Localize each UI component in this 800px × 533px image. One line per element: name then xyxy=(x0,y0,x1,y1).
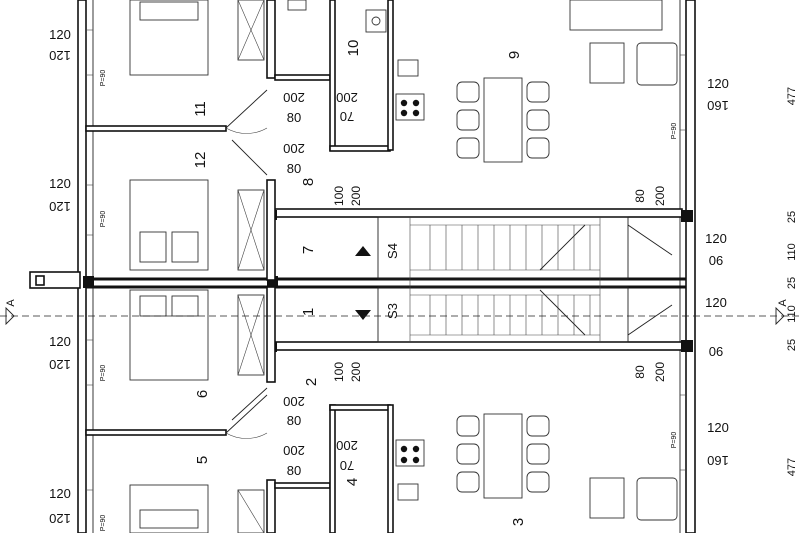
dim-mid-u1: 200 xyxy=(283,90,305,105)
room-label-8: 8 xyxy=(300,178,317,186)
room-label-6: 6 xyxy=(194,390,211,398)
dim-mid-u8: 200 xyxy=(349,186,363,206)
dim-right-b2: 90 xyxy=(709,253,723,268)
dim-right-d2: 160 xyxy=(707,453,729,468)
dim-right-b1: 120 xyxy=(705,231,727,246)
central-corridor xyxy=(83,208,693,352)
beds xyxy=(129,0,209,533)
dim-right-e1: 80 xyxy=(633,189,647,203)
stair-label-s3: S3 xyxy=(385,303,400,319)
dim-left-d2: 120 xyxy=(49,511,71,526)
dim-right-c1: 120 xyxy=(705,295,727,310)
dim-mid-u6: 70 xyxy=(340,109,354,124)
dim-right-f1: 80 xyxy=(633,365,647,379)
dim-mid-u4: 80 xyxy=(287,161,301,176)
dim-mid-l4: 80 xyxy=(287,413,301,428)
dim-mid-l5: 200 xyxy=(283,443,305,458)
dim-mid-l3: 200 xyxy=(283,394,305,409)
dim-right-a1: 120 xyxy=(707,76,729,91)
room-label-9: 9 xyxy=(506,51,523,59)
dim-left-c2: 120 xyxy=(49,357,71,372)
dim-left-c1: 120 xyxy=(49,334,71,349)
dim-right-f2: 200 xyxy=(653,362,667,382)
dim-right-d1: 120 xyxy=(707,420,729,435)
service-rooms xyxy=(274,0,425,533)
stair-steps xyxy=(429,225,591,335)
dim-edge-c: 110 xyxy=(786,243,798,261)
dim-left-a1: 120 xyxy=(49,27,71,42)
section-label-left: A xyxy=(5,299,17,307)
room-labels: 1 2 3 4 5 6 7 8 9 10 11 12 S4 S3 A A xyxy=(5,40,789,527)
dim-right-a2: 160 xyxy=(707,98,729,113)
room-label-11: 11 xyxy=(192,101,209,117)
dim-mid-l8: 70 xyxy=(340,458,354,473)
outer-walls xyxy=(29,0,696,533)
room-label-10: 10 xyxy=(345,40,362,57)
room-label-4: 4 xyxy=(344,478,361,486)
dim-left-p2: P=90 xyxy=(100,211,107,228)
dim-mid-l7: 200 xyxy=(336,438,358,453)
dim-left-p1: P=90 xyxy=(100,70,107,87)
dim-edge-e: 110 xyxy=(786,305,798,323)
dim-left-p3: P=90 xyxy=(100,365,107,382)
dim-mid-u3: 200 xyxy=(283,141,305,156)
dim-edge-b: 25 xyxy=(786,211,798,223)
room-label-1: 1 xyxy=(300,308,317,316)
dim-right-p2: P=90 xyxy=(671,432,678,449)
dim-mid-l2: 200 xyxy=(349,362,363,382)
dim-left-b1: 120 xyxy=(49,176,71,191)
dim-edge-d: 25 xyxy=(786,277,798,289)
stair-down-arrow-icon xyxy=(355,310,371,320)
dim-edge-a: 477 xyxy=(786,87,798,105)
section-marker-right-icon xyxy=(775,306,785,326)
dim-mid-l6: 80 xyxy=(287,463,301,478)
middle-dimensions: 200 80 200 80 200 70 100 200 100 200 200… xyxy=(283,90,363,478)
dim-mid-l1: 100 xyxy=(332,362,346,382)
section-label-right: A xyxy=(777,299,789,307)
section-marker-left-icon xyxy=(5,306,15,326)
dim-edge-g: 477 xyxy=(786,458,798,476)
section-line xyxy=(0,306,800,326)
dim-left-b2: 120 xyxy=(49,199,71,214)
edge-dimensions: 477 25 110 25 110 25 477 xyxy=(786,87,798,476)
stair-up-arrow-icon xyxy=(355,246,371,256)
stair-label-s4: S4 xyxy=(385,243,400,259)
dim-edge-f: 25 xyxy=(786,339,798,351)
bedroom-walls xyxy=(85,0,276,533)
stairs xyxy=(355,216,673,343)
dim-right-e2: 200 xyxy=(653,186,667,206)
dim-left-a2: 120 xyxy=(49,48,71,63)
dim-mid-u5: 200 xyxy=(336,90,358,105)
left-dimensions: 120 120 120 120 120 120 120 120 P=90 P=9… xyxy=(49,27,107,531)
right-dimensions: 120 160 120 90 120 90 120 160 80 200 80 … xyxy=(633,76,729,468)
room-label-12: 12 xyxy=(192,152,209,169)
dim-mid-u2: 80 xyxy=(287,110,301,125)
dim-right-p1: P=90 xyxy=(671,123,678,140)
dim-left-d1: 120 xyxy=(49,486,71,501)
dim-right-c2: 90 xyxy=(709,344,723,359)
dim-left-p4: P=90 xyxy=(100,515,107,532)
room-label-3: 3 xyxy=(510,518,527,526)
room-label-5: 5 xyxy=(194,456,211,464)
room-label-2: 2 xyxy=(303,378,320,386)
room-label-7: 7 xyxy=(300,246,317,254)
dim-mid-u7: 100 xyxy=(332,186,346,206)
dining-furniture xyxy=(456,0,678,521)
